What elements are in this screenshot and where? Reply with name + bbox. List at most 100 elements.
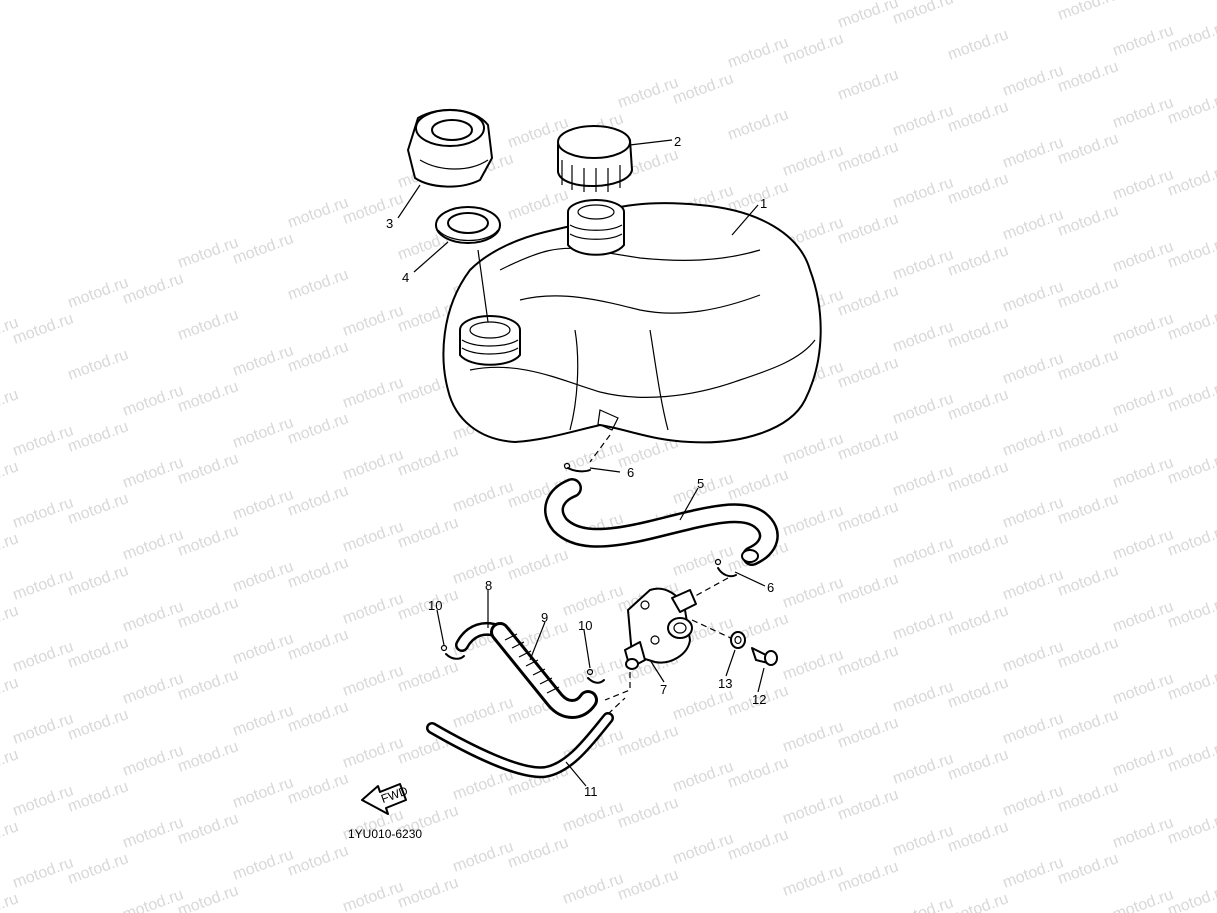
watermark-text: motod.ru <box>1056 562 1121 600</box>
watermark-text: motod.ru <box>396 514 461 552</box>
callout-10-right: 10 <box>578 618 592 633</box>
drain-hose <box>426 697 626 779</box>
watermark-text: motod.ru <box>836 282 901 320</box>
watermark-text: motod.ru <box>836 354 901 392</box>
watermark-text: motod.ru <box>1166 162 1217 200</box>
callout-6-lower: 6 <box>767 580 774 595</box>
watermark-text: motod.ru <box>891 894 956 913</box>
watermark-text: motod.ru <box>836 570 901 608</box>
hose-clip-right <box>586 668 605 684</box>
watermark-text: motod.ru <box>726 106 791 144</box>
watermark-text: motod.ru <box>1056 418 1121 456</box>
callout-3: 3 <box>386 216 393 231</box>
watermark-text: motod.ru <box>396 442 461 480</box>
watermark-text: motod.ru <box>176 810 241 848</box>
watermark-text: motod.ru <box>66 346 131 384</box>
bolt <box>751 647 778 666</box>
leader-gasket-to-neck <box>477 249 489 323</box>
watermark-text: motod.ru <box>66 490 131 528</box>
watermark-text: motod.ru <box>121 270 186 308</box>
watermark-text: motod.ru <box>946 602 1011 640</box>
fuel-cap <box>557 125 633 192</box>
watermark-text: motod.ru <box>726 754 791 792</box>
watermark-text: motod.ru <box>1056 346 1121 384</box>
watermark-text: motod.ru <box>1166 666 1217 704</box>
watermark-text: motod.ru <box>946 98 1011 136</box>
callout-labels: 1 2 3 4 5 6 6 7 8 9 10 10 11 12 13 <box>386 134 774 799</box>
watermark-text: motod.ru <box>1056 202 1121 240</box>
watermark-text: motod.ru <box>1166 522 1217 560</box>
fuel-tank <box>442 202 822 463</box>
watermark-text: motod.ru <box>1166 594 1217 632</box>
gasket <box>435 206 501 244</box>
watermark-text: motod.ru <box>836 714 901 752</box>
watermark-text: motod.ru <box>0 602 21 640</box>
watermark-text: motod.ru <box>1056 706 1121 744</box>
watermark-text: motod.ru <box>0 890 21 913</box>
watermark-text: motod.ru <box>11 310 76 348</box>
watermark-text: motod.ru <box>1166 810 1217 848</box>
filler-neck-rear <box>567 199 625 256</box>
watermark-text: motod.ru <box>286 338 351 376</box>
watermark-text: motod.ru <box>946 746 1011 784</box>
watermark-text: motod.ru <box>946 314 1011 352</box>
callout-4: 4 <box>402 270 409 285</box>
watermark-text: motod.ru <box>176 378 241 416</box>
watermark-text: motod.ru <box>66 850 131 888</box>
watermark-text: motod.ru <box>726 466 791 504</box>
watermark-text: motod.ru <box>176 882 241 913</box>
watermark-text: motod.ru <box>286 770 351 808</box>
filler-neck-front <box>459 315 521 366</box>
watermark-text: motod.ru <box>1166 234 1217 272</box>
watermark-text: motod.ru <box>396 874 461 912</box>
watermark-text: motod.ru <box>671 70 736 108</box>
watermark-text: motod.ru <box>1056 58 1121 96</box>
watermark-text: motod.ru <box>1056 274 1121 312</box>
watermark-text: motod.ru <box>176 522 241 560</box>
watermark-text: motod.ru <box>836 66 901 104</box>
watermark-text: motod.ru <box>836 210 901 248</box>
watermark-text: motod.ru <box>0 530 21 568</box>
watermark-text: motod.ru <box>616 866 681 904</box>
watermark-text: motod.ru <box>121 886 186 913</box>
watermark-text: motod.ru <box>66 634 131 672</box>
watermark-text: motod.ru <box>1166 18 1217 56</box>
leader-lines <box>397 139 766 787</box>
callout-8: 8 <box>485 578 492 593</box>
watermark-text: motod.ru <box>946 818 1011 856</box>
watermark-text: motod.ru <box>1056 850 1121 888</box>
fuel-hose <box>544 478 779 566</box>
watermark-text: motod.ru <box>1056 778 1121 816</box>
watermark-text: motod.ru <box>1166 378 1217 416</box>
watermark-text: motod.ru <box>506 186 571 224</box>
watermark-text: motod.ru <box>286 266 351 304</box>
watermark-text: motod.ru <box>231 230 296 268</box>
spiral-hose <box>490 622 598 719</box>
callout-6-upper: 6 <box>627 465 634 480</box>
watermark-text: motod.ru <box>836 0 901 32</box>
watermark-text: motod.ru <box>0 458 21 496</box>
hose-clip-left <box>440 644 465 660</box>
watermark-text: motod.ru <box>781 30 846 68</box>
callout-5: 5 <box>697 476 704 491</box>
fuel-cock <box>604 587 736 701</box>
watermark-text: motod.ru <box>836 786 901 824</box>
front-arrow-icon: FWD <box>361 783 410 815</box>
watermark-text: motod.ru <box>946 242 1011 280</box>
watermark-text: motod.ru <box>506 834 571 872</box>
watermark-text: motod.ru <box>891 0 956 28</box>
callout-11: 11 <box>584 784 598 799</box>
watermark-text: motod.ru <box>176 594 241 632</box>
watermark-text: motod.ru <box>286 842 351 880</box>
diagram-code: 1YU010-6230 <box>348 827 422 841</box>
watermark-text: motod.ru <box>836 138 901 176</box>
watermark-text: motod.ru <box>1111 886 1176 913</box>
watermark-text: motod.ru <box>946 26 1011 64</box>
watermark-text: motod.ru <box>176 450 241 488</box>
watermark-text: motod.ru <box>946 458 1011 496</box>
callout-12: 12 <box>752 692 766 707</box>
watermark-text: motod.ru <box>176 666 241 704</box>
watermark-text: motod.ru <box>506 546 571 584</box>
watermark-text: motod.ru <box>1056 634 1121 672</box>
watermark-text: motod.ru <box>946 890 1011 913</box>
